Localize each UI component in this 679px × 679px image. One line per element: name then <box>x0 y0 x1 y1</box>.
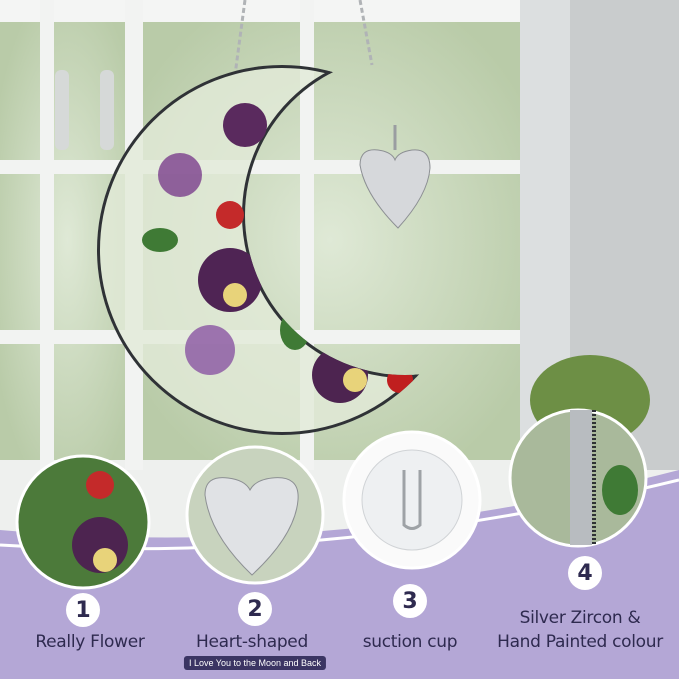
feature-label-suction-cup: suction cup <box>362 632 458 652</box>
engraving-caption: I Love You to the Moon and Back <box>183 656 327 670</box>
step-number-1: 1 <box>66 593 100 627</box>
detail-circle-heart <box>185 445 325 585</box>
feature-label-line: Silver Zircon & <box>519 608 641 628</box>
feature-label-line: Hand Painted colour <box>497 632 663 652</box>
feature-label-heart-shaped: Heart-shaped <box>196 632 308 652</box>
step-number-4: 4 <box>568 556 602 590</box>
heart-pendant <box>359 125 431 229</box>
step-number-2: 2 <box>238 592 272 626</box>
feature-label-silver-zircon: Silver Zircon & Hand Painted colour <box>497 606 663 654</box>
detail-circle-zircon <box>508 408 648 548</box>
purple-band <box>0 470 679 679</box>
detail-circle-flower <box>15 454 151 590</box>
pressed-flowers <box>142 103 413 403</box>
detail-circle-suction-cup <box>342 430 482 570</box>
step-number-3: 3 <box>393 584 427 618</box>
feature-label-really-flower: Really Flower <box>35 632 145 652</box>
